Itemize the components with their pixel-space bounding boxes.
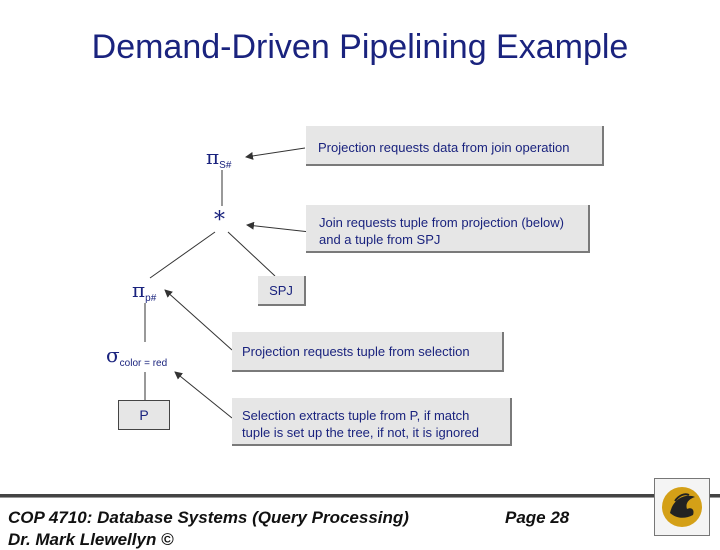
relation-spj: SPJ [258, 276, 306, 306]
footer-page-number: Page 28 [505, 508, 570, 527]
note-text-line2: tuple is set up the tree, if not, it is … [242, 425, 480, 440]
relation-p: P [118, 400, 170, 430]
node-projection-s: πS# [206, 145, 232, 171]
join-symbol: * [214, 208, 225, 233]
arrow-note4 [174, 371, 233, 419]
footer-divider [0, 494, 720, 497]
note-text-line1: Join requests tuple from projection (bel… [319, 215, 564, 230]
note-selection-extracts: Selection extracts tuple from P, if matc… [232, 398, 512, 446]
subscript: color = red [119, 358, 168, 369]
note-text: Projection requests tuple from selection [242, 344, 470, 359]
pi-symbol: π [206, 145, 220, 169]
arrow-note2 [246, 221, 311, 233]
pi-symbol: π [132, 278, 146, 302]
arrow-note1 [245, 147, 306, 160]
note-projection-join: Projection requests data from join opera… [306, 126, 604, 166]
footer-author: Dr. Mark Llewellyn © [8, 530, 174, 549]
subscript: p# [145, 293, 157, 304]
note-text: Projection requests data from join opera… [318, 140, 570, 155]
slide-title: Demand-Driven Pipelining Example [91, 28, 629, 66]
node-projection-p: πp# [132, 278, 157, 304]
note-join-requests: Join requests tuple from projection (bel… [306, 205, 590, 253]
footer-course: COP 4710: Database Systems (Query Proces… [8, 508, 409, 527]
subscript: S# [219, 160, 232, 171]
note-projection-selection: Projection requests tuple from selection [232, 332, 504, 372]
node-join: * [214, 208, 225, 233]
note-text-line2: and a tuple from SPJ [319, 232, 441, 247]
sigma-symbol: σ [106, 343, 120, 367]
edge-join-pip [149, 231, 216, 279]
note-text-line1: Selection extracts tuple from P, if matc… [242, 408, 470, 423]
edge-join-spj [227, 231, 276, 277]
node-selection: σcolor = red [106, 343, 168, 369]
arrow-note3 [164, 289, 233, 351]
footer-divider-thin [0, 497, 720, 498]
university-pegasus-logo-icon [654, 478, 710, 536]
